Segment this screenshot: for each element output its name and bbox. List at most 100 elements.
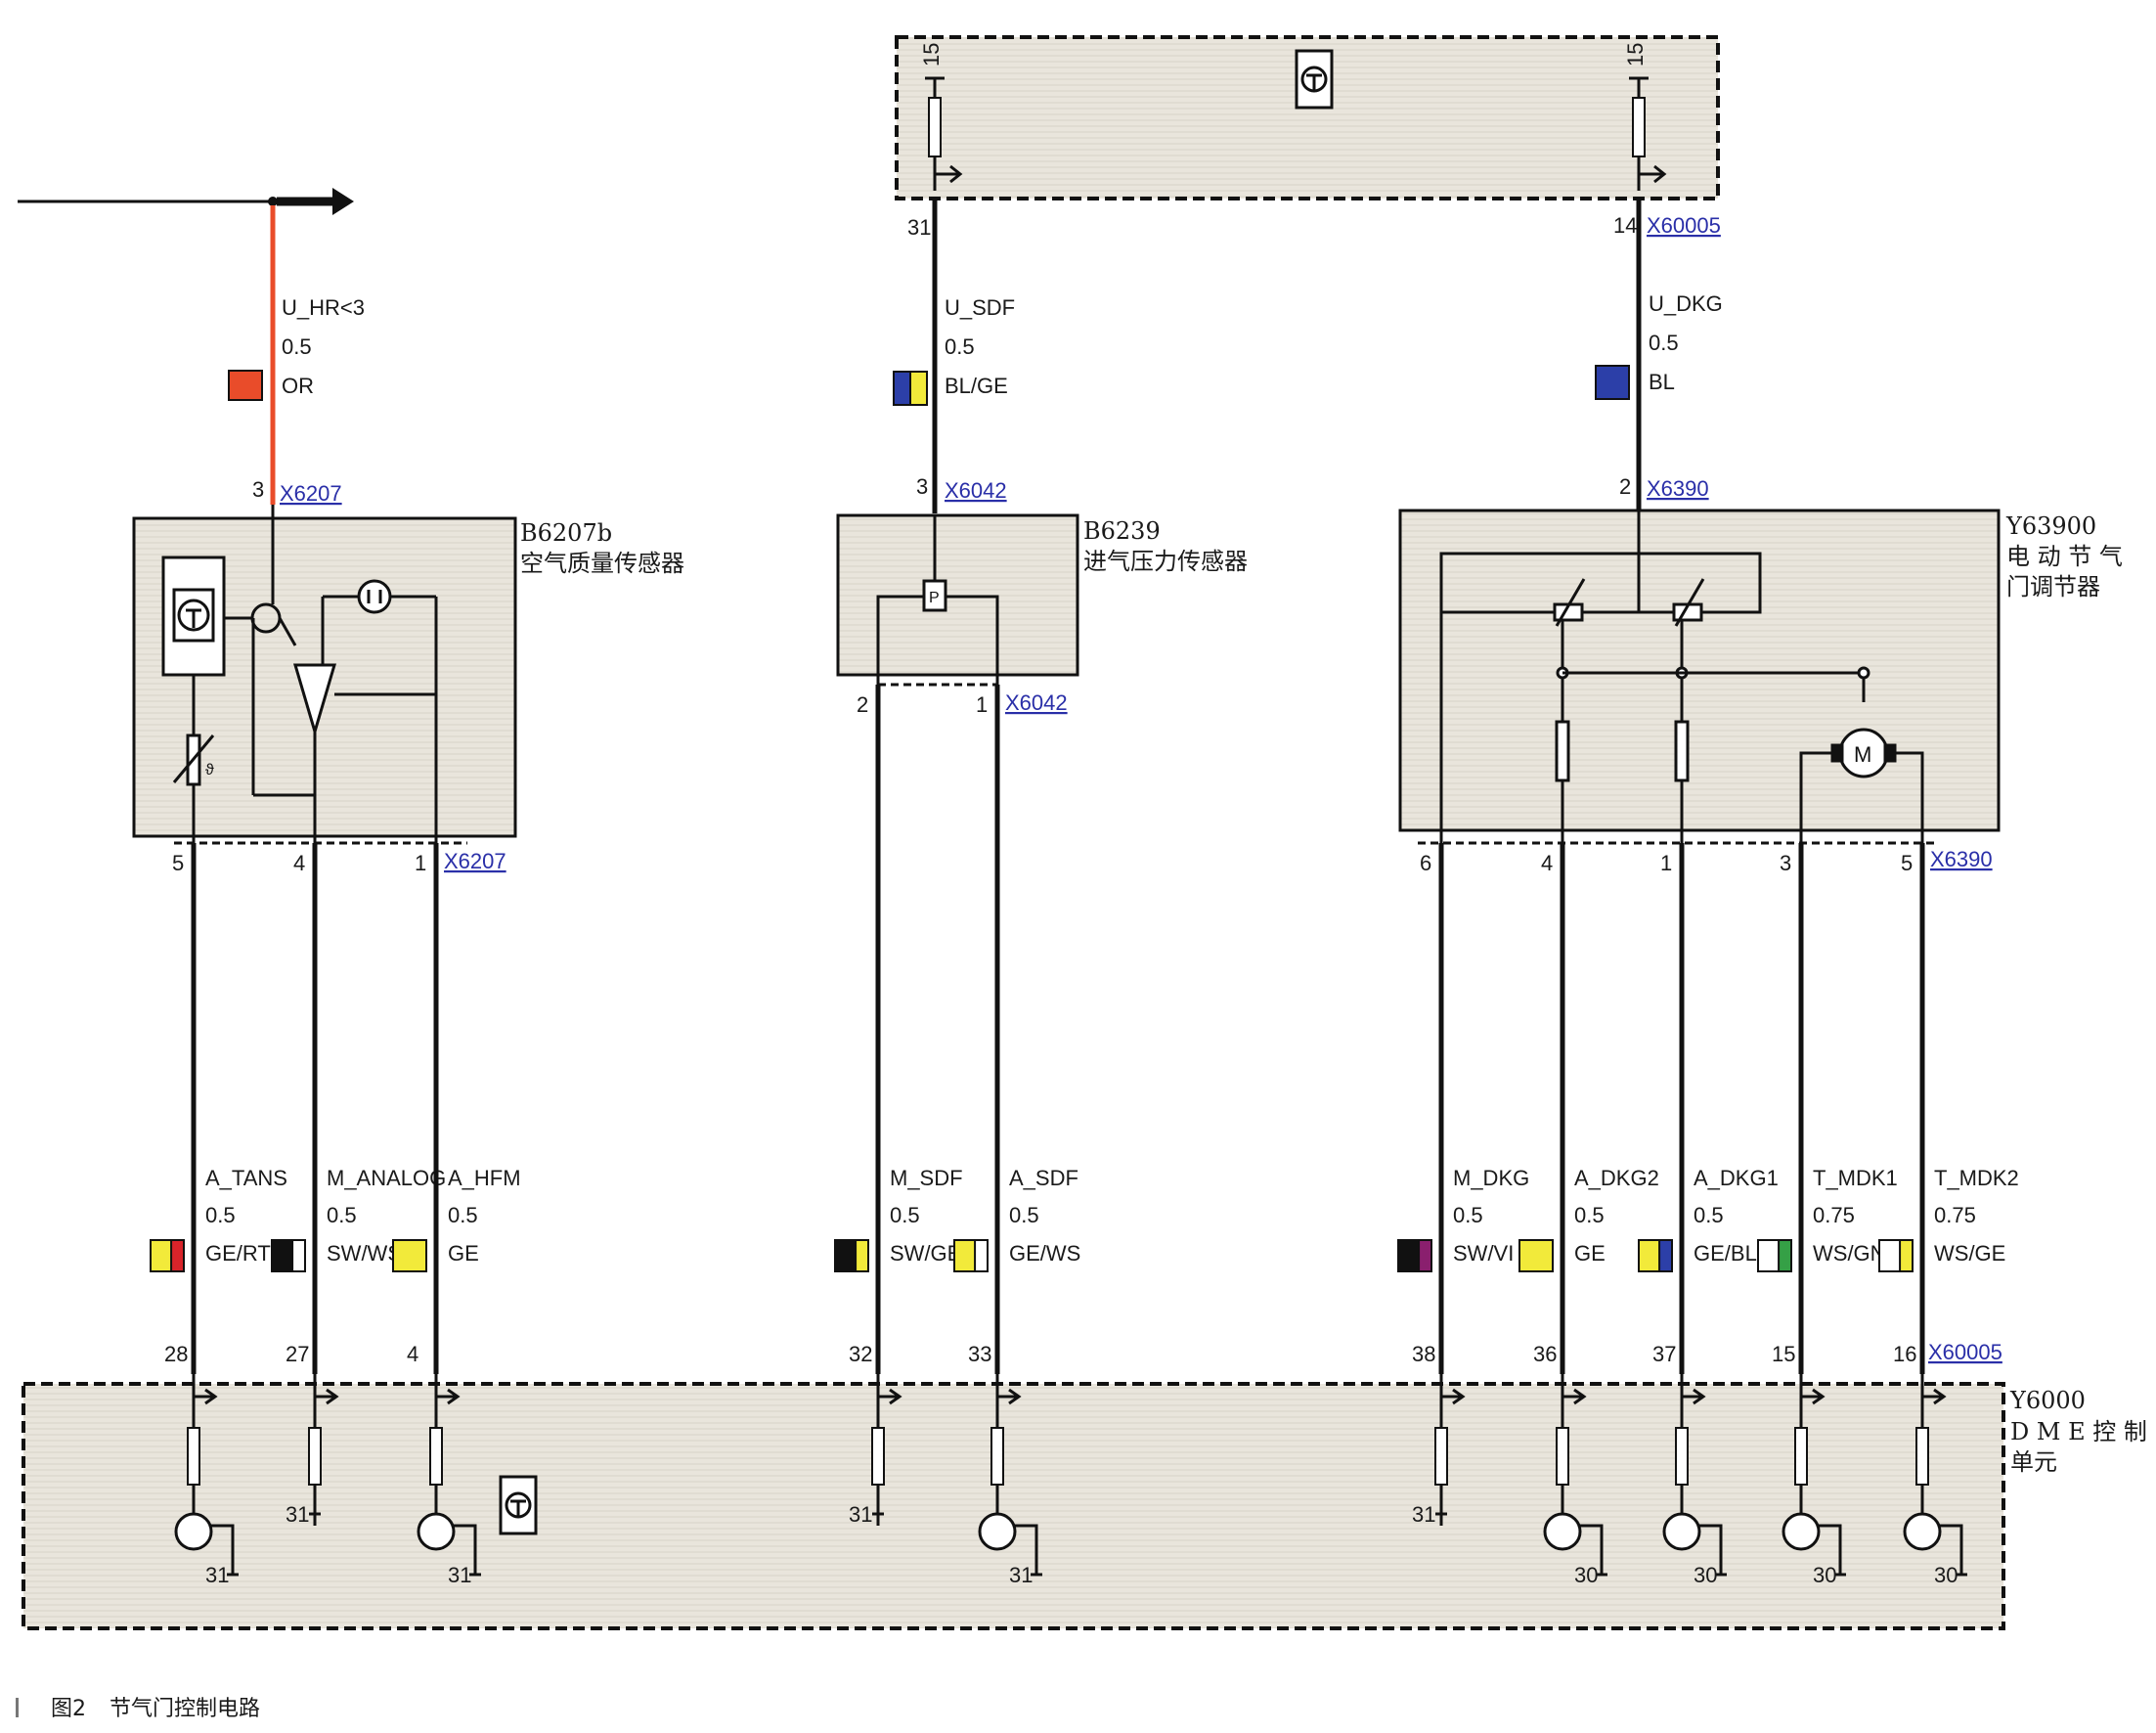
y63900-name-line2: 门调节器 (2006, 573, 2100, 600)
dme-resistor-a-tans (187, 1427, 200, 1486)
color-chip-a-hfm (392, 1239, 427, 1272)
dme-resistor-a-sdf (990, 1427, 1004, 1486)
device-pin-a-dkg1: 1 (1660, 851, 1672, 875)
dme-transistor-lead-a-hfm (454, 1524, 477, 1575)
dme-transistor-lead-t-mdk2 (1940, 1524, 1963, 1575)
b6207b-top-pin: 3 (252, 477, 264, 502)
dme-input-arrow-m-analog (315, 1388, 339, 1405)
size-a-hfm: 0.5 (448, 1203, 478, 1227)
b6207b-top-connector: X6207 (280, 481, 342, 506)
ground-label-a-dkg2: 30 (1574, 1563, 1598, 1587)
upper-wires: U_SDF 0.5 BL/GE U_DKG 0.5 BL (893, 200, 1723, 513)
dme-pin-m-analog: 27 (286, 1342, 309, 1366)
b6239-top-pin: 3 (916, 474, 928, 499)
device-y6000: Y6000 D M E 控 制 单元 X60005 (22, 1340, 2147, 1630)
dme-ecu-icon (499, 1475, 538, 1535)
ground-label-m-dkg: 31 (1412, 1502, 1435, 1527)
top-module-ecu-icon (1295, 49, 1334, 110)
b6207b-internal-circuit (161, 505, 438, 843)
dme-transistor-lead-a-tans (211, 1524, 235, 1575)
color-code-t-mdk2: WS/GE (1934, 1241, 2005, 1266)
b6207b-name: 空气质量传感器 (520, 550, 684, 577)
dme-pin-a-dkg1: 37 (1652, 1342, 1676, 1366)
color-code-a-dkg1: GE/BL (1694, 1241, 1757, 1266)
dme-resistor-m-analog (308, 1427, 322, 1486)
size-t-mdk1: 0.75 (1813, 1203, 1855, 1227)
dme-pin-a-sdf: 33 (968, 1342, 991, 1366)
b6239-pressure-sensor-symbol (876, 515, 999, 685)
dme-transistor-lead-t-mdk1 (1819, 1524, 1842, 1575)
signal-wires: 528A_TANS0.5GE/RT31427M_ANALOG0.5SW/WS31… (150, 685, 2019, 1587)
supply-wire-color-chip (228, 370, 263, 401)
supply-size: 0.5 (282, 334, 312, 359)
ground-label-a-sdf: 31 (1009, 1563, 1033, 1587)
device-b6239: 3 X6042 B6239 进气压力传感器 P X6042 (836, 474, 1248, 715)
color-chip-stripe-a-sdf (974, 1239, 990, 1272)
dme-resistor-t-mdk2 (1915, 1427, 1929, 1486)
color-chip-stripe-m-analog (291, 1239, 306, 1272)
supply-wire: U_HR<3 0.5 OR (18, 188, 365, 505)
color-code-a-sdf: GE/WS (1009, 1241, 1080, 1266)
top-right-fuse (1629, 76, 1667, 191)
dme-pin-a-hfm: 4 (407, 1342, 418, 1366)
color-code-t-mdk1: WS/GN (1813, 1241, 1886, 1266)
supply-signal: U_HR<3 (282, 295, 365, 320)
dme-input-arrow-t-mdk1 (1801, 1388, 1826, 1405)
device-pin-m-analog: 4 (293, 851, 305, 875)
signal-m-sdf: M_SDF (890, 1166, 963, 1190)
size-a-tans: 0.5 (205, 1203, 236, 1227)
dme-transistor-a-tans (174, 1512, 213, 1551)
dme-input-arrow-t-mdk2 (1922, 1388, 1947, 1405)
size-a-dkg1: 0.5 (1694, 1203, 1724, 1227)
u-dkg-signal: U_DKG (1649, 291, 1723, 316)
dme-resistor-m-dkg (1434, 1427, 1448, 1486)
y63900-motor-symbol: M (1854, 742, 1871, 767)
device-pin-m-sdf: 2 (857, 692, 868, 717)
color-chip-stripe-t-mdk1 (1778, 1239, 1792, 1272)
y6000-connector: X60005 (1928, 1340, 2002, 1364)
dme-transistor-a-hfm (417, 1512, 456, 1551)
u-sdf-color-code: BL/GE (945, 374, 1008, 398)
ground-label-a-tans: 31 (205, 1563, 229, 1587)
device-pin-a-tans: 5 (172, 851, 184, 875)
top-module: 15 15 31 14 X60005 (895, 35, 1721, 240)
dme-pin-a-dkg2: 36 (1533, 1342, 1557, 1366)
device-pin-a-hfm: 1 (415, 851, 426, 875)
dme-transistor-lead-a-sdf (1015, 1524, 1038, 1575)
dme-resistor-a-dkg2 (1556, 1427, 1569, 1486)
color-code-m-analog: SW/WS (327, 1241, 402, 1266)
dme-input-arrow-a-hfm (436, 1388, 461, 1405)
b6239-p-symbol: P (929, 590, 940, 606)
u-dkg-color-chip (1595, 365, 1630, 400)
dme-transistor-t-mdk2 (1903, 1512, 1942, 1551)
color-code-a-dkg2: GE (1574, 1241, 1606, 1266)
u-sdf-signal: U_SDF (945, 295, 1015, 320)
y63900-bottom-connector: X6390 (1930, 847, 1993, 871)
caption-figure-number: 图2 (51, 1697, 86, 1721)
dme-transistor-lead-a-dkg2 (1580, 1524, 1604, 1575)
dme-transistor-a-sdf (978, 1512, 1017, 1551)
color-code-m-dkg: SW/VI (1453, 1241, 1514, 1266)
top-left-fuse (925, 76, 963, 191)
ground-label-a-dkg1: 30 (1694, 1563, 1717, 1587)
dme-input-arrow-a-dkg1 (1682, 1388, 1706, 1405)
dme-input-arrow-m-sdf (878, 1388, 902, 1405)
b6239-name: 进气压力传感器 (1083, 548, 1248, 575)
color-chip-stripe-a-tans (170, 1239, 186, 1272)
dme-pin-m-dkg: 38 (1412, 1342, 1435, 1366)
dme-pin-t-mdk2: 16 (1893, 1342, 1916, 1366)
top-left-fuse-pin: 15 (919, 43, 944, 67)
dme-resistor-a-hfm (429, 1427, 443, 1486)
color-chip-stripe-m-dkg (1418, 1239, 1432, 1272)
dme-resistor-a-dkg1 (1675, 1427, 1689, 1486)
device-y63900: 2 X6390 Y63900 电 动 节 气 门调节器 (1398, 474, 2123, 871)
color-chip-a-dkg2 (1518, 1239, 1554, 1272)
size-t-mdk2: 0.75 (1934, 1203, 1976, 1227)
y6000-code: Y6000 (2009, 1387, 2086, 1414)
device-pin-a-dkg2: 4 (1541, 851, 1553, 875)
color-code-a-hfm: GE (448, 1241, 479, 1266)
device-pin-m-dkg: 6 (1420, 851, 1431, 875)
top-right-out-pin: 14 (1613, 213, 1637, 238)
y63900-code: Y63900 (2005, 512, 2096, 540)
